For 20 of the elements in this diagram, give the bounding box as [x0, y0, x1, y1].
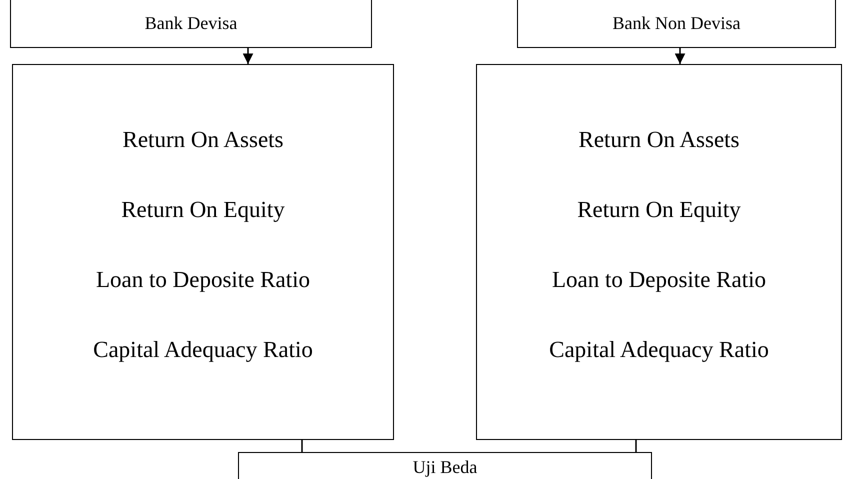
arrow	[674, 48, 686, 64]
text-box	[476, 64, 842, 440]
label-text: Capital Adequacy Ratio	[93, 336, 313, 364]
text-box	[12, 64, 394, 440]
label-text: Loan to Deposite Ratio	[552, 266, 766, 294]
label-text: Return On Equity	[577, 196, 741, 224]
text-box	[238, 452, 652, 479]
text-box	[517, 0, 836, 48]
connector-line	[301, 440, 303, 452]
label-text: Return On Assets	[578, 126, 740, 154]
connector-line	[635, 440, 637, 452]
label-text: Capital Adequacy Ratio	[549, 336, 769, 364]
arrow	[242, 48, 254, 64]
label-text: Bank Non Devisa	[612, 12, 740, 34]
label-text: Return On Assets	[122, 126, 284, 154]
label-text: Loan to Deposite Ratio	[96, 266, 310, 294]
label-text: Bank Devisa	[144, 12, 238, 34]
label-text: Return On Equity	[121, 196, 285, 224]
text-box	[10, 0, 372, 48]
label-text: Uji Beda	[412, 456, 478, 478]
